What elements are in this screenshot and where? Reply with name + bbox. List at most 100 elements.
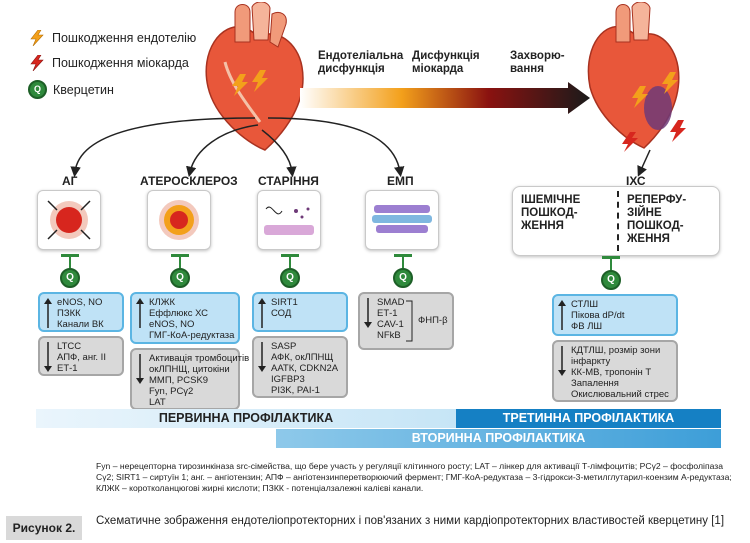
connector-arrows bbox=[70, 117, 651, 178]
down-arrow-icon bbox=[364, 298, 372, 328]
aging-up-item: СОД bbox=[271, 308, 292, 319]
ag-upregulated-box: eNOS, NO ПЗКК Канали ВК bbox=[38, 292, 124, 332]
down-arrow-icon bbox=[558, 346, 566, 376]
figure-label: Рисунок 2. bbox=[6, 516, 82, 540]
heart-illustration bbox=[205, 2, 304, 151]
aging-cells-image bbox=[257, 190, 321, 250]
ath-down-item: LAT bbox=[149, 397, 166, 408]
condition-emp-title: ЕМП bbox=[387, 174, 414, 188]
ag-down-item: АПФ, анг. II bbox=[57, 352, 106, 363]
ischemic-injury-label: ІШЕМІЧНЕ ПОШКОД-ЖЕННЯ bbox=[521, 194, 581, 232]
quercetin-q-icon: Q bbox=[280, 268, 300, 288]
secondary-prevention-band: ВТОРИННА ПРОФІЛАКТИКА bbox=[276, 429, 721, 448]
ihd-up-item: ФВ ЛШ bbox=[571, 321, 603, 332]
ihd-upregulated-box: СТЛШ Пікова dP/dt ФВ ЛШ bbox=[552, 294, 678, 336]
bracket-icon bbox=[406, 300, 413, 342]
quercetin-q-icon: Q bbox=[601, 270, 621, 290]
down-arrow-icon bbox=[44, 342, 52, 372]
aging-down-item: IGFBP3 bbox=[271, 374, 305, 385]
tertiary-prevention-band: ТРЕТИННА ПРОФІЛАКТИКА bbox=[456, 409, 721, 428]
abbreviations-footnote: Fyn – нерецепторна тирозинкіназа src-сім… bbox=[96, 461, 732, 493]
aging-down-item: SASP bbox=[271, 341, 297, 352]
red-lightning-icon bbox=[30, 55, 44, 71]
ag-up-item: ПЗКК bbox=[57, 308, 81, 319]
legend-myocardial: Пошкодження міокарда bbox=[28, 55, 189, 71]
ath-up-item: eNOS, NO bbox=[149, 319, 195, 330]
down-arrow-icon bbox=[258, 342, 266, 372]
quercetin-q-icon: Q bbox=[393, 268, 413, 288]
ihd-down-item: КК-МВ, тропонін Т bbox=[571, 367, 652, 378]
ihd-down-item: інфаркту bbox=[571, 356, 611, 367]
emp-result: ФНП-β bbox=[418, 315, 448, 326]
aging-down-item: PI3K, PAI-1 bbox=[271, 385, 320, 396]
legend-quercetin: Q Кверцетин bbox=[28, 80, 114, 99]
condition-aging-title: СТАРІННЯ bbox=[258, 174, 319, 188]
aging-down-item: ААТК, CDKN2A bbox=[271, 363, 339, 374]
down-arrow-icon bbox=[136, 354, 144, 384]
ath-up-item: КЛЖК bbox=[149, 297, 176, 308]
aging-up-item: SIRT1 bbox=[271, 297, 298, 308]
stage-endothelial-dysfunction: Ендотеліальна дисфункція bbox=[318, 50, 404, 75]
inhibit-bar bbox=[281, 254, 299, 257]
inhibit-stem bbox=[69, 256, 71, 268]
ath-down-item: Fyn, PCγ2 bbox=[149, 386, 194, 397]
ihd-downregulated-box: КДТЛШ, розмір зони інфаркту КК-МВ, тропо… bbox=[552, 340, 678, 402]
legend-label: Пошкодження міокарда bbox=[52, 56, 189, 70]
ihd-injury-panel: ІШЕМІЧНЕ ПОШКОД-ЖЕННЯ РЕПЕРФУ-ЗІЙНЕ ПОШК… bbox=[512, 186, 720, 256]
panel-divider bbox=[617, 191, 619, 251]
ath-up-item: ГМГ-КоА-редуктаза bbox=[149, 330, 235, 341]
progression-arrow bbox=[300, 82, 590, 114]
aging-down-item: АФК, окЛПНЩ bbox=[271, 352, 334, 363]
primary-prevention-band: ПЕРВИННА ПРОФІЛАКТИКА bbox=[36, 409, 456, 428]
inhibit-bar bbox=[61, 254, 79, 257]
legend-label: Кверцетин bbox=[53, 82, 114, 97]
ihd-heart-illustration bbox=[587, 2, 686, 152]
stage-myocardial-dysfunction: Дисфункція міокарда bbox=[412, 50, 480, 75]
aging-downregulated-box: SASP АФК, окЛПНЩ ААТК, CDKN2A IGFBP3 PI3… bbox=[252, 336, 348, 398]
emp-down-item: SMAD bbox=[377, 297, 405, 308]
ag-up-item: eNOS, NO bbox=[57, 297, 103, 308]
ihd-down-item: Окислювальний стрес bbox=[571, 389, 669, 400]
ihd-up-item: СТЛШ bbox=[571, 299, 599, 310]
emp-downregulated-box: SMAD ЕТ-1 CAV-1 NFkB ФНП-β bbox=[358, 292, 454, 350]
ihd-down-item: КДТЛШ, розмір зони bbox=[571, 345, 661, 356]
up-arrow-icon bbox=[44, 298, 52, 328]
emp-down-item: ЕТ-1 bbox=[377, 308, 398, 319]
inhibit-stem bbox=[402, 256, 404, 268]
up-arrow-icon bbox=[258, 298, 266, 328]
ag-vessel-image bbox=[37, 190, 101, 250]
quercetin-q-icon: Q bbox=[170, 268, 190, 288]
inhibit-bar bbox=[394, 254, 412, 257]
ag-downregulated-box: LTCC АПФ, анг. II ЕТ-1 bbox=[38, 336, 124, 376]
up-arrow-icon bbox=[558, 300, 566, 330]
orange-lightning-icon bbox=[30, 30, 44, 46]
aging-upregulated-box: SIRT1 СОД bbox=[252, 292, 348, 332]
ath-down-item: Активація тромбоцитів bbox=[149, 353, 250, 364]
condition-atherosclerosis-title: АТЕРОСКЛЕРОЗ bbox=[140, 174, 238, 188]
ihd-down-item: Запалення bbox=[571, 378, 619, 389]
inhibit-stem bbox=[289, 256, 291, 268]
legend-endothelial: Пошкодження ендотелію bbox=[28, 30, 196, 46]
quercetin-q-icon: Q bbox=[28, 80, 47, 99]
up-arrow-icon bbox=[136, 298, 144, 328]
legend-label: Пошкодження ендотелію bbox=[52, 31, 197, 45]
reperfusion-injury-label: РЕПЕРФУ-ЗІЙНЕ ПОШКОД-ЖЕННЯ bbox=[627, 194, 687, 245]
emp-cells-image bbox=[365, 190, 439, 250]
inhibit-bar bbox=[602, 256, 620, 259]
stage-disease: Захворю-вання bbox=[510, 50, 565, 75]
condition-ag-title: АГ bbox=[62, 174, 78, 188]
ihd-up-item: Пікова dP/dt bbox=[571, 310, 625, 321]
inhibit-bar bbox=[171, 254, 189, 257]
ag-down-item: LTCC bbox=[57, 341, 82, 352]
atherosclerosis-downregulated-box: Активація тромбоцитів окЛПНЩ, цитокіни М… bbox=[130, 348, 250, 410]
figure-caption: Схематичне зображення ендотеліопротектор… bbox=[96, 515, 725, 527]
inhibit-stem bbox=[610, 258, 612, 270]
ath-down-item: окЛПНЩ, цитокіни bbox=[149, 364, 230, 375]
emp-down-item: NFkB bbox=[377, 330, 401, 341]
emp-down-item: CAV-1 bbox=[377, 319, 404, 330]
inhibit-stem bbox=[179, 256, 181, 268]
quercetin-q-icon: Q bbox=[60, 268, 80, 288]
condition-ihd-title: ІХС bbox=[626, 174, 646, 188]
ag-up-item: Канали ВК bbox=[57, 319, 104, 330]
ath-up-item: Еффлюкс ХС bbox=[149, 308, 208, 319]
